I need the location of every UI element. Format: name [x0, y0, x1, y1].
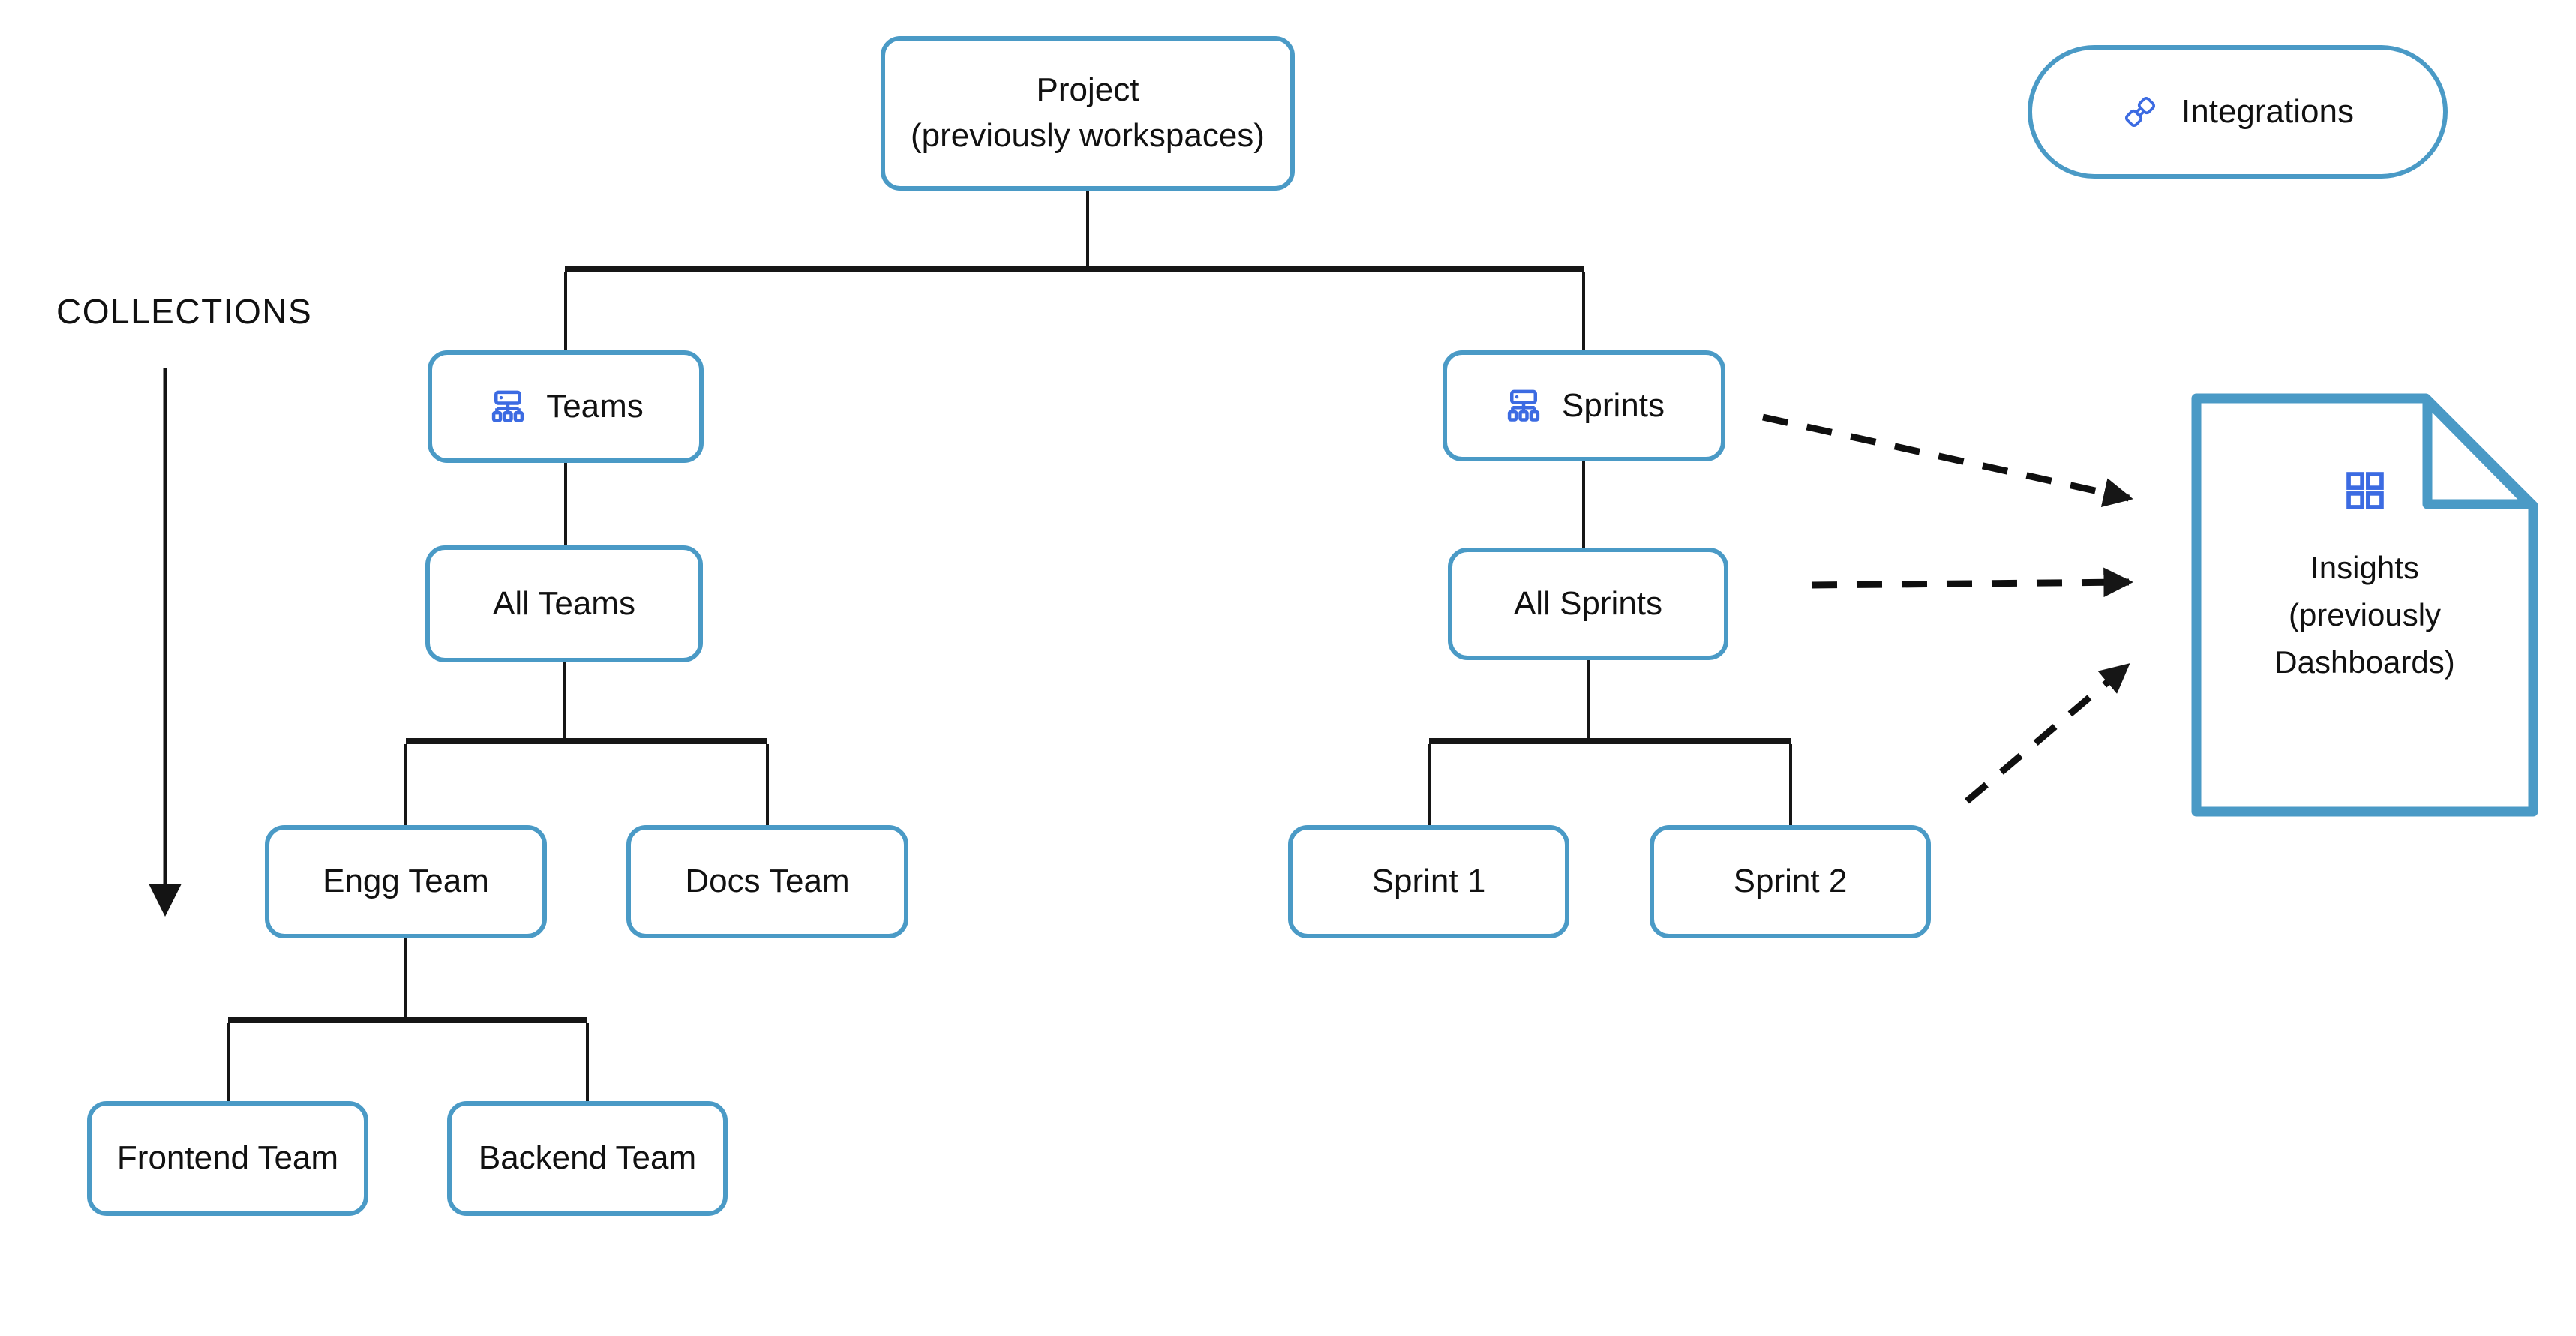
node-frontend-team-label: Frontend Team	[116, 1139, 339, 1177]
node-sprints[interactable]: Sprints	[1443, 350, 1725, 461]
node-frontend-team[interactable]: Frontend Team	[87, 1101, 368, 1216]
node-backend-team[interactable]: Backend Team	[447, 1101, 728, 1216]
tree-split-bars	[228, 266, 1791, 1023]
integrations-button[interactable]: Integrations	[2028, 45, 2448, 179]
node-all-sprints-label: All Sprints	[1513, 584, 1663, 622]
insights-document[interactable]: Insights (previously Dashboards)	[2206, 409, 2523, 799]
dashed-arrow-sprints-to-insights	[1762, 413, 2133, 508]
node-sprint-1[interactable]: Sprint 1	[1288, 825, 1569, 938]
dashboard-grid-icon	[2346, 472, 2384, 509]
integrations-label: Integrations	[2181, 92, 2354, 130]
node-engg-team-label: Engg Team	[323, 863, 489, 900]
tree-connector-lines	[227, 191, 1792, 1101]
node-engg-team[interactable]: Engg Team	[265, 825, 547, 938]
node-project[interactable]: Project (previously workspaces)	[881, 36, 1295, 191]
node-sprints-label: Sprints	[1562, 386, 1665, 424]
collections-label: COLLECTIONS	[56, 292, 313, 331]
node-sprint-2[interactable]: Sprint 2	[1650, 825, 1931, 938]
dashed-arrow-sprint2-to-insights	[1965, 663, 2130, 804]
dashed-arrow-allsprints-to-insights	[1811, 567, 2133, 598]
collections-arrow	[149, 368, 182, 917]
insights-label: Insights (previously Dashboards)	[2274, 550, 2455, 680]
node-all-sprints[interactable]: All Sprints	[1448, 548, 1728, 660]
plug-connection-icon	[2124, 96, 2156, 128]
org-chart-icon	[492, 390, 524, 422]
dashed-arrows-to-insights	[1762, 413, 2133, 804]
node-teams-label: Teams	[546, 387, 644, 425]
node-sprint-1-label: Sprint 1	[1371, 863, 1486, 900]
folded-corner	[2422, 395, 2535, 509]
node-project-label: Project (previously workspaces)	[911, 71, 1265, 154]
node-docs-team-label: Docs Team	[685, 863, 850, 900]
node-backend-team-label: Backend Team	[478, 1139, 697, 1177]
node-all-teams-label: All Teams	[493, 584, 635, 622]
org-chart-icon	[1507, 389, 1540, 422]
insights-document-shape[interactable]	[2191, 393, 2538, 817]
node-docs-team[interactable]: Docs Team	[626, 825, 908, 938]
node-sprint-2-label: Sprint 2	[1733, 863, 1848, 900]
node-teams[interactable]: Teams	[428, 350, 704, 463]
node-all-teams[interactable]: All Teams	[425, 545, 703, 662]
